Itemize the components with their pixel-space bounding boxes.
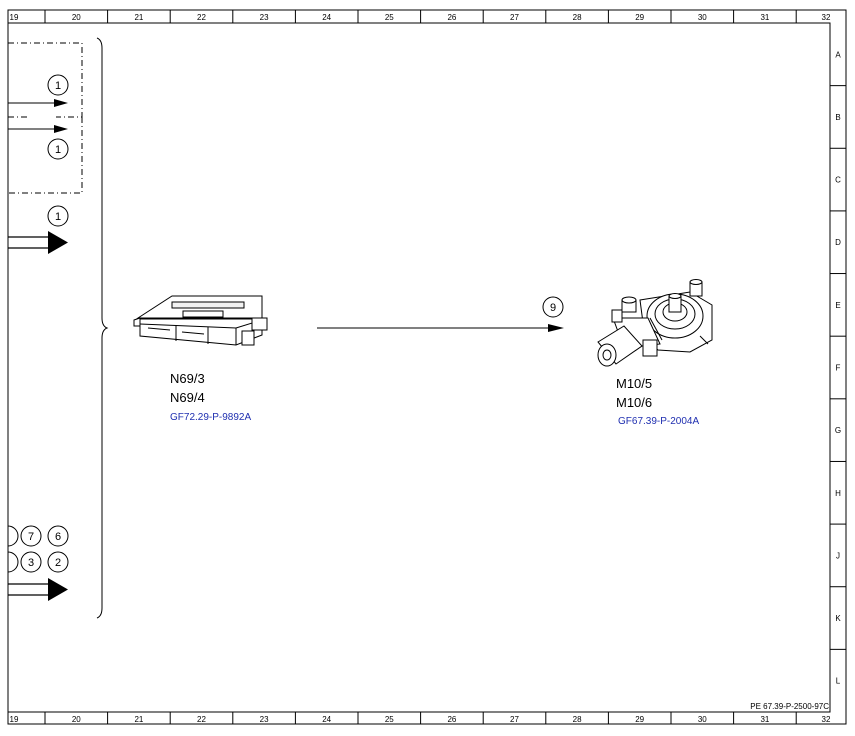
column-ticks-top: 19 20 21 22 23 24 25 26 27 28 29 30 31 32	[10, 10, 831, 23]
column-label-bottom: 22	[197, 715, 206, 724]
callout-number: 9	[550, 302, 556, 314]
window-motor-illustration	[597, 279, 713, 367]
column-label-top: 23	[260, 13, 269, 22]
column-label-bottom: 32	[822, 715, 831, 724]
callout-number: 6	[55, 531, 61, 543]
callout-number: 2	[55, 557, 61, 569]
row-label: B	[835, 113, 840, 122]
column-label-top: 19	[10, 13, 19, 22]
callout-left-bottom-7: 7	[20, 525, 42, 547]
column-label-top: 22	[197, 13, 206, 22]
row-label: J	[836, 551, 840, 560]
component-label-m10-5: M10/5	[616, 376, 652, 391]
component-label-n69-3: N69/3	[170, 371, 205, 386]
component-label-n69-4: N69/4	[170, 390, 205, 405]
column-label-top: 20	[72, 13, 81, 22]
bus-arrow-left-bottom	[8, 578, 68, 601]
column-label-top: 30	[698, 13, 707, 22]
row-label: G	[835, 426, 841, 435]
document-id: PE 67.39-P-2500-97C	[750, 702, 829, 711]
column-label-bottom: 25	[385, 715, 394, 724]
column-label-top: 25	[385, 13, 394, 22]
column-label-top: 32	[822, 13, 831, 22]
callout-number: 1	[55, 80, 61, 92]
callout-left-low: 1	[47, 205, 69, 227]
callout-number: 7	[28, 531, 34, 543]
column-label-bottom: 21	[134, 715, 143, 724]
column-label-bottom: 31	[760, 715, 769, 724]
signal-arrow-center	[317, 324, 564, 332]
bus-arrow-left	[8, 231, 68, 254]
column-label-top: 24	[322, 13, 331, 22]
outer-frame	[7, 9, 847, 725]
column-label-top: 28	[573, 13, 582, 22]
callout-left-bottom-3: 3	[20, 551, 42, 573]
callout-left-mid: 1	[47, 138, 69, 160]
row-label: C	[835, 176, 841, 185]
column-label-bottom: 29	[635, 715, 644, 724]
callout-left-bottom-6: 6	[47, 525, 69, 547]
row-ticks: A B C D E F G H J K L	[830, 50, 846, 686]
column-label-bottom: 30	[698, 715, 707, 724]
left-brace	[96, 37, 109, 619]
row-label: K	[835, 614, 841, 623]
control-unit-illustration	[133, 295, 268, 346]
row-label: D	[835, 238, 841, 247]
arrow-left-mid	[8, 125, 68, 133]
callout-number: 1	[55, 211, 61, 223]
row-label: E	[835, 301, 840, 310]
column-label-top: 26	[447, 13, 456, 22]
arrow-left-top	[8, 99, 68, 107]
row-label: A	[835, 50, 841, 59]
callout-number: 3	[28, 557, 34, 569]
column-label-bottom: 28	[573, 715, 582, 724]
inner-frame	[7, 22, 831, 713]
column-ticks-bottom: 19 20 21 22 23 24 25 26 27 28 29 30 31 32	[10, 712, 831, 724]
reference-link-control-unit[interactable]: GF72.29-P-9892A	[170, 412, 251, 423]
column-label-bottom: 20	[72, 715, 81, 724]
column-label-bottom: 27	[510, 715, 519, 724]
callout-number: 1	[55, 144, 61, 156]
callout-center-9: 9	[542, 296, 564, 318]
row-label: L	[836, 677, 841, 686]
reference-link-window-motor[interactable]: GF67.39-P-2004A	[618, 416, 699, 427]
callout-left-top: 1	[47, 74, 69, 96]
callout-partial	[7, 525, 19, 547]
column-label-bottom: 19	[10, 715, 19, 724]
column-label-top: 29	[635, 13, 644, 22]
component-label-m10-6: M10/6	[616, 395, 652, 410]
row-label: H	[835, 489, 841, 498]
boundary-box	[8, 42, 83, 194]
callout-left-bottom-2: 2	[47, 551, 69, 573]
column-label-top: 21	[134, 13, 143, 22]
column-label-top: 27	[510, 13, 519, 22]
row-label: F	[836, 364, 841, 373]
callout-partial	[7, 551, 19, 573]
column-label-bottom: 26	[447, 715, 456, 724]
column-label-bottom: 23	[260, 715, 269, 724]
column-label-bottom: 24	[322, 715, 331, 724]
column-label-top: 31	[760, 13, 769, 22]
